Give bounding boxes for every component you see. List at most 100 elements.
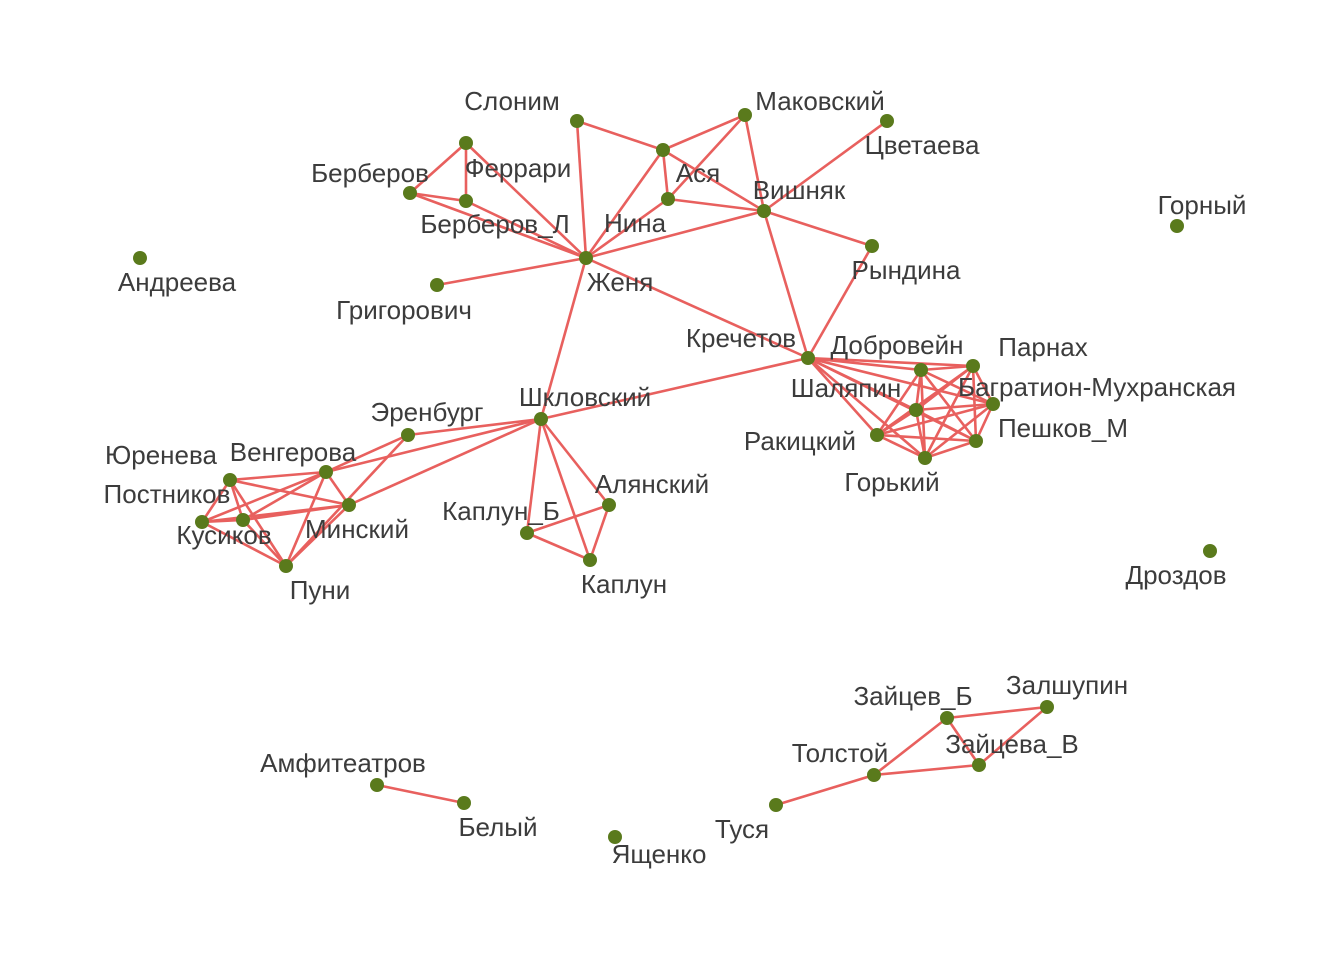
node-label-маковский: Маковский	[755, 86, 884, 116]
node-label-белый: Белый	[458, 812, 537, 842]
node-слоним	[570, 114, 584, 128]
node-label-пешков-м: Пешков_М	[998, 413, 1128, 443]
node-пуни	[279, 559, 293, 573]
edge-кречетов--горький	[807, 357, 926, 459]
edge-ася--женя	[584, 149, 665, 259]
edge-шкловский--алянский	[539, 418, 611, 506]
edge-багратион-мухранская--ракицкий	[876, 402, 994, 437]
edge-берберов--берберов-л	[409, 191, 467, 203]
node-label-залшупин: Залшупин	[1006, 670, 1128, 700]
edge-алянский--каплун-б	[526, 503, 610, 535]
edge-цветаева--вишняк	[763, 119, 888, 213]
edge-берберов--феррари	[409, 142, 467, 194]
edge-парнах--пешков-м	[971, 365, 978, 442]
edge-парнах--горький	[923, 365, 975, 459]
node-label-минский: Минский	[305, 514, 409, 544]
node-label-цветаева: Цветаева	[865, 130, 980, 160]
node-берберов-л	[459, 194, 473, 208]
node-ася	[656, 143, 670, 157]
node-шаляпин	[909, 403, 923, 417]
edge-каплун-б--каплун	[526, 531, 591, 562]
edge-шаляпин--багратион-мухранская	[915, 402, 994, 412]
node-женя	[579, 251, 593, 265]
edge-шаляпин--горький	[914, 409, 927, 459]
node-каплун-б	[520, 526, 534, 540]
edge-венгерова--пуни	[284, 471, 328, 567]
node-label-феррари: Феррари	[465, 153, 572, 183]
edge-алянский--каплун	[588, 504, 611, 561]
edge-вишняк--кречетов	[762, 210, 810, 359]
node-label-ященко: Ященко	[612, 839, 707, 869]
node-кречетов	[801, 351, 815, 365]
node-label-нина: Нина	[604, 208, 667, 238]
node-label-толстой: Толстой	[792, 738, 889, 768]
node-label-ася: Ася	[676, 158, 720, 188]
edge-шкловский--эренбург	[407, 417, 542, 437]
edge-феррари--женя	[465, 142, 587, 259]
edge-шаляпин--пешков-м	[915, 408, 977, 443]
edge-добровейн--ракицкий	[875, 369, 923, 436]
edge-слоним--ася	[576, 119, 664, 152]
node-label-берберов-л: Берберов_Л	[420, 209, 569, 239]
node-label-григорович: Григорович	[336, 295, 472, 325]
node-вишняк	[757, 204, 771, 218]
edge-ракицкий--горький	[876, 433, 926, 460]
edge-эренбург--венгерова	[325, 433, 409, 474]
edge-минский--пуни	[285, 504, 350, 567]
node-label-алянский: Алянский	[595, 469, 709, 499]
node-белый	[457, 796, 471, 810]
node-label-вишняк: Вишняк	[753, 175, 846, 205]
node-дроздов	[1203, 544, 1217, 558]
node-label-туся: Туся	[715, 814, 769, 844]
node-label-эренбург: Эренбург	[371, 397, 484, 427]
edge-юренева--пуни	[228, 479, 288, 567]
edge-толстой--зайцева-в	[873, 763, 980, 777]
edge-шкловский--венгерова	[325, 417, 542, 474]
edge-добровейн--багратион-мухранская	[920, 368, 994, 406]
node-label-шаляпин: Шаляпин	[791, 373, 902, 403]
node-григорович	[430, 278, 444, 292]
edge-ася--нина	[661, 149, 670, 200]
node-амфитеатров	[370, 778, 384, 792]
node-label-шкловский: Шкловский	[519, 382, 651, 412]
node-label-постников: Постников	[104, 479, 231, 509]
edge-ася--вишняк	[662, 148, 765, 213]
node-label-горький: Горький	[844, 467, 939, 497]
node-label-рындина: Рындина	[852, 255, 961, 285]
node-ракицкий	[870, 428, 884, 442]
node-зайцева-в	[972, 758, 986, 772]
node-label-каплун-б: Каплун_Б	[442, 496, 560, 526]
node-феррари	[459, 136, 473, 150]
node-парнах	[966, 359, 980, 373]
node-label-берберов: Берберов	[311, 158, 429, 188]
node-label-кусиков: Кусиков	[176, 520, 271, 550]
node-андреева	[133, 251, 147, 265]
node-label-юренева: Юренева	[105, 440, 218, 470]
edge-слоним--женя	[575, 120, 588, 259]
node-зайцев-б	[940, 711, 954, 725]
node-шкловский	[534, 412, 548, 426]
edge-шаляпин--ракицкий	[876, 408, 917, 437]
node-минский	[342, 498, 356, 512]
edge-залшупин--зайцева-в	[978, 706, 1048, 766]
node-layer	[133, 108, 1217, 844]
edge-вишняк--женя	[585, 209, 765, 260]
edge-кречетов--шкловский	[540, 356, 809, 421]
edge-добровейн--парнах	[920, 364, 974, 372]
edge-шкловский--каплун-б	[525, 418, 543, 534]
edge-нина--вишняк	[667, 197, 765, 213]
edge-венгерова--кусиков	[201, 470, 327, 524]
node-добровейн	[914, 363, 928, 377]
node-label-амфитеатров: Амфитеатров	[260, 748, 426, 778]
node-label-венгерова: Венгерова	[230, 437, 357, 467]
edge-кречетов--ракицкий	[807, 357, 878, 436]
edge-layer	[200, 113, 1048, 807]
edge-кусиков--пуни	[201, 520, 287, 568]
edge-нина--женя	[585, 197, 669, 260]
edge-женя--кречетов	[585, 256, 809, 360]
node-label-дроздов: Дроздов	[1125, 560, 1226, 590]
node-label-кречетов: Кречетов	[686, 323, 796, 353]
edge-амфитеатров--белый	[376, 783, 465, 805]
